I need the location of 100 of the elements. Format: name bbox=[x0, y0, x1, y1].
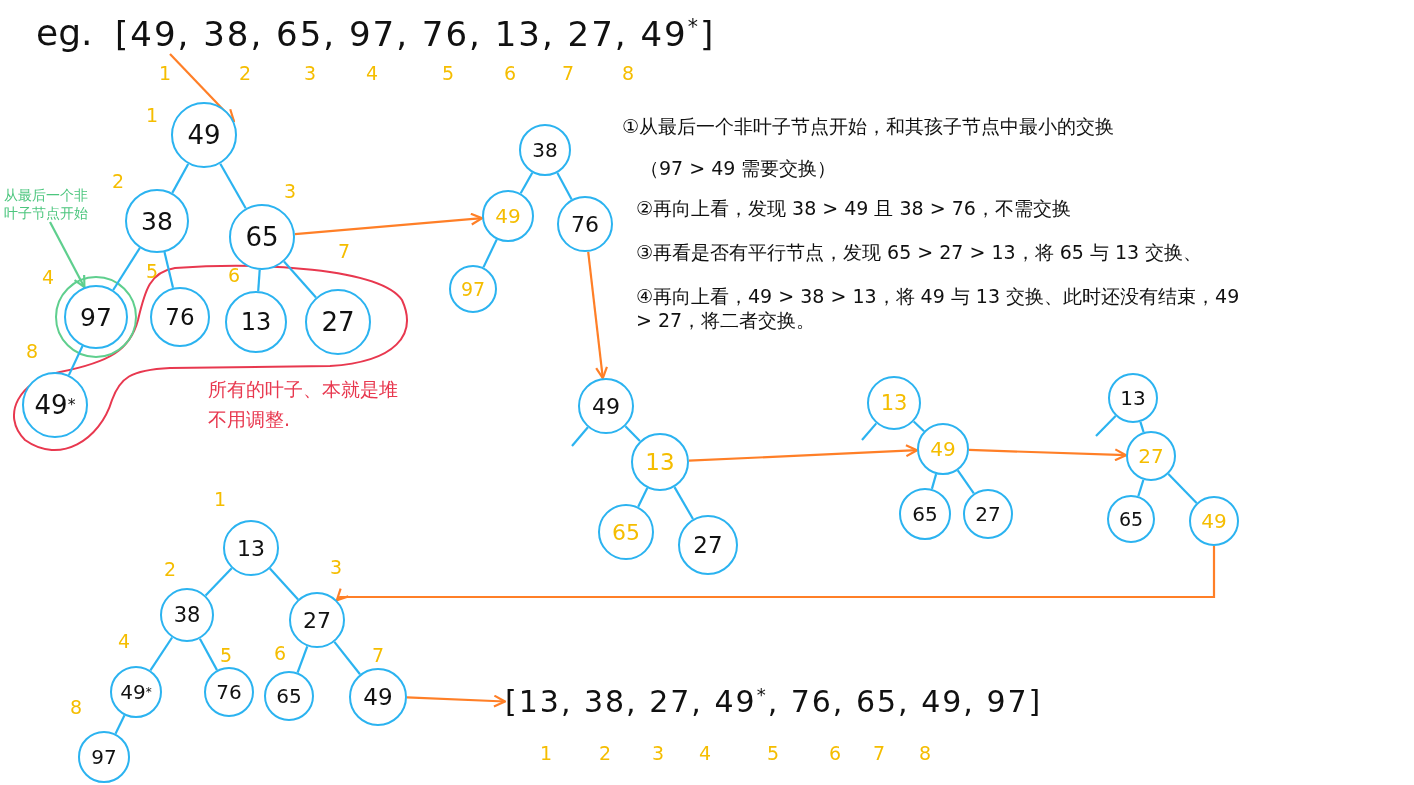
step-note: ①从最后一个非叶子节点开始，和其孩子节点中最小的交换 bbox=[622, 114, 1116, 138]
index-number: 6 bbox=[274, 642, 287, 664]
step-note: ④再向上看，49 > 38 > 13，将 49 与 13 交换、此时还没有结束，49 > 27，将二者交换。 bbox=[636, 284, 1241, 332]
arrow bbox=[968, 448, 1128, 462]
arrow bbox=[335, 546, 1216, 602]
tree-node: 76 bbox=[557, 196, 613, 252]
tree-node: 27 bbox=[1126, 431, 1176, 481]
array-text: [13, 38, 27, 49$^{*}$, 76, 65, 49, 97] bbox=[505, 684, 1043, 719]
tree-edge bbox=[861, 422, 878, 441]
index-number: 5 bbox=[767, 742, 780, 764]
index-number: 6 bbox=[504, 62, 517, 84]
index-number: 3 bbox=[304, 62, 317, 84]
array-text: [49, 38, 65, 97, 76, 13, 27, 49$^{*}$] bbox=[115, 14, 716, 54]
tree-node: 65 bbox=[598, 504, 654, 560]
index-number: 7 bbox=[562, 62, 575, 84]
tree-node: 49 bbox=[482, 190, 534, 242]
tree-edge bbox=[519, 172, 534, 194]
step-note: （97 > 49 需要交换） bbox=[640, 156, 838, 180]
index-number: 8 bbox=[622, 62, 635, 84]
tree-node: 38 bbox=[160, 588, 214, 642]
index-number: 4 bbox=[118, 630, 131, 652]
tree-node: 65 bbox=[899, 488, 951, 540]
tree-edge bbox=[283, 260, 317, 299]
index-number: 2 bbox=[239, 62, 252, 84]
tree-edge bbox=[114, 714, 126, 735]
leaf-note: 所有的叶子、本就是堆不用调整. bbox=[208, 377, 399, 432]
tree-edge bbox=[571, 426, 589, 447]
index-number: 2 bbox=[112, 170, 125, 192]
tree-node: 49 bbox=[917, 423, 969, 475]
tree-node: 27 bbox=[289, 592, 345, 648]
tree-edge bbox=[257, 269, 261, 292]
arrow bbox=[169, 53, 235, 122]
index-number: 1 bbox=[540, 742, 553, 764]
tree-node: 76 bbox=[204, 667, 254, 717]
tree-node: 49 bbox=[349, 668, 407, 726]
tree-edge bbox=[1167, 473, 1198, 504]
tree-edge bbox=[624, 425, 641, 442]
tree-edge bbox=[296, 645, 309, 673]
tree-edge bbox=[1139, 421, 1145, 433]
tree-edge bbox=[556, 172, 573, 200]
index-number: 1 bbox=[146, 104, 159, 126]
arrow bbox=[49, 221, 86, 289]
annotation-text: 从最后一个非叶子节点开始 bbox=[4, 186, 100, 222]
index-number: 5 bbox=[146, 260, 159, 282]
tree-node: 49 bbox=[171, 102, 237, 168]
tree-edge bbox=[637, 487, 649, 508]
tree-edge bbox=[171, 163, 190, 194]
tree-edge bbox=[1095, 415, 1117, 437]
tree-node: 65 bbox=[1107, 495, 1155, 543]
tree-edge bbox=[1137, 479, 1145, 497]
tree-node: 38 bbox=[519, 124, 571, 176]
index-number: 7 bbox=[372, 644, 385, 666]
tree-node: 38 bbox=[125, 189, 189, 253]
tree-edge bbox=[112, 247, 141, 291]
index-number: 8 bbox=[70, 696, 83, 718]
step-note: ②再向上看，发现 38 > 49 且 38 > 76，不需交换 bbox=[636, 196, 1072, 220]
index-number: 3 bbox=[284, 180, 297, 202]
index-number: 8 bbox=[26, 340, 39, 362]
tree-edge bbox=[149, 636, 173, 671]
index-number: 8 bbox=[919, 742, 932, 764]
tree-edge bbox=[333, 641, 361, 675]
tree-node: 49 bbox=[578, 378, 634, 434]
tree-edge bbox=[912, 420, 925, 432]
tree-node: 27 bbox=[963, 489, 1013, 539]
tree-edge bbox=[163, 251, 175, 289]
index-number: 4 bbox=[366, 62, 379, 84]
tree-node: 13 bbox=[867, 376, 921, 430]
tree-node: 97 bbox=[78, 731, 130, 783]
tree-node: 49$^{*}$ bbox=[110, 666, 162, 718]
arrow bbox=[587, 251, 608, 380]
tree-edge bbox=[956, 469, 975, 495]
step-note: ③再看是否有平行节点，发现 65 > 27 > 13，将 65 与 13 交换、 bbox=[636, 240, 1204, 264]
tree-edge bbox=[673, 486, 694, 520]
tree-node: 65 bbox=[264, 671, 314, 721]
tree-edge bbox=[198, 638, 218, 671]
tree-node: 13 bbox=[225, 291, 287, 353]
tree-edge bbox=[67, 345, 84, 376]
arrow bbox=[688, 444, 919, 462]
index-number: 3 bbox=[652, 742, 665, 764]
tree-node: 13 bbox=[223, 520, 279, 576]
tree-edge bbox=[269, 567, 299, 601]
tree-node: 13 bbox=[1108, 373, 1158, 423]
tree-node: 27 bbox=[678, 515, 738, 575]
tree-node: 13 bbox=[631, 433, 689, 491]
tree-node: 49 bbox=[1189, 496, 1239, 546]
tree-node: 49$^{*}$ bbox=[22, 372, 88, 438]
index-number: 3 bbox=[330, 556, 343, 578]
tree-edge bbox=[482, 238, 498, 268]
tree-edge bbox=[930, 473, 938, 490]
index-number: 2 bbox=[599, 742, 612, 764]
tree-node: 97 bbox=[64, 285, 128, 349]
tree-node: 27 bbox=[305, 289, 371, 355]
arrow bbox=[406, 694, 507, 708]
index-number: 4 bbox=[42, 266, 55, 288]
index-number: 1 bbox=[159, 62, 172, 84]
tree-node: 76 bbox=[150, 287, 210, 347]
index-number: 4 bbox=[699, 742, 712, 764]
tree-edge bbox=[219, 163, 247, 209]
index-number: 7 bbox=[338, 240, 351, 262]
example-prefix: eg. bbox=[36, 12, 93, 53]
